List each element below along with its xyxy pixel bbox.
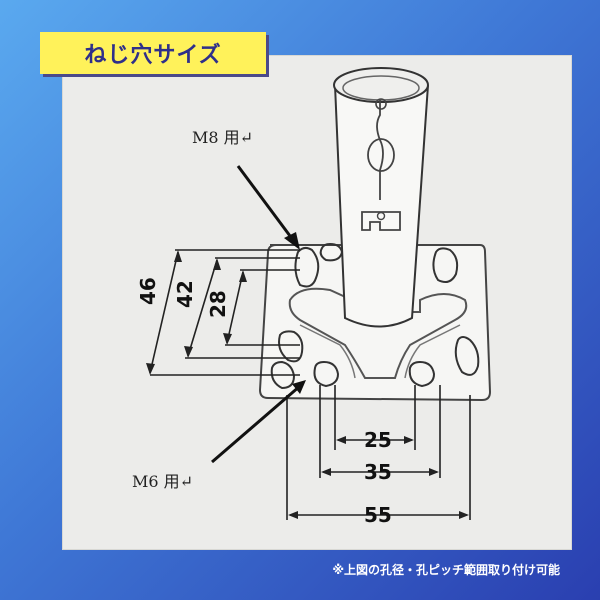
page-title: ねじ穴サイズ xyxy=(84,43,222,68)
dim-42: 42 xyxy=(173,280,197,308)
dimension-lines xyxy=(149,249,471,520)
title-badge: ねじ穴サイズ xyxy=(40,32,266,74)
dim-28: 28 xyxy=(206,290,230,318)
screw-holes xyxy=(270,242,480,390)
dim-35: 35 xyxy=(364,460,392,484)
arrowheads xyxy=(146,250,469,519)
m6-pointer-arrow xyxy=(211,380,306,464)
dim-25: 25 xyxy=(364,428,392,452)
footnote: ※上図の孔径・孔ピッチ範囲取り付け可能 xyxy=(332,563,560,577)
m6-label: M6 用↵ xyxy=(132,472,193,491)
dim-46: 46 xyxy=(136,277,160,305)
m8-pointer-arrow xyxy=(236,165,300,250)
pole-tube xyxy=(333,67,429,328)
dim-55: 55 xyxy=(364,503,392,527)
m8-label: M8 用↵ xyxy=(192,128,253,147)
